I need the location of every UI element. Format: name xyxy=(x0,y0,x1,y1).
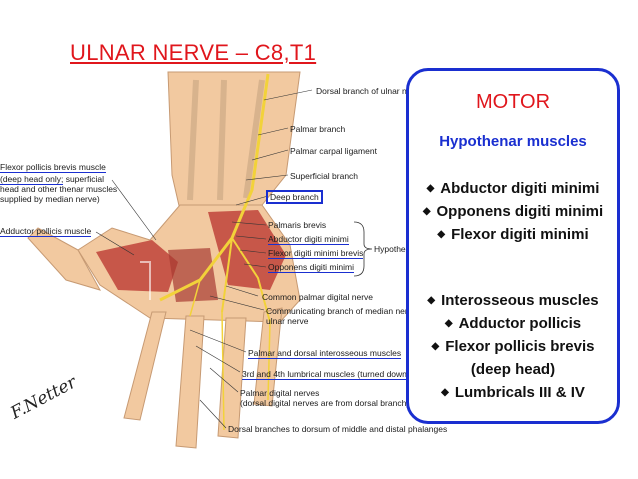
label-deep-branch: Deep branch xyxy=(266,190,323,204)
motor-title: MOTOR xyxy=(475,91,551,113)
label-palmar-carpal-ligament: Palmar carpal ligament xyxy=(290,146,377,156)
bullet-icon: ◆ xyxy=(422,206,431,217)
label-flexor-digiti-minimi-brevis: Flexor digiti minimi brevis xyxy=(268,248,364,259)
hypothenar-subtitle: Hypothenar muscles xyxy=(439,133,587,150)
list-item: ◆Abductor digiti minimi xyxy=(426,180,600,197)
bullet-icon: ◆ xyxy=(426,183,435,194)
label-dorsal-branch-ulnar-nerve: Dorsal branch of ulnar nerve xyxy=(316,86,424,96)
label-dorsal-branches-phalanges: Dorsal branches to dorsum of middle and … xyxy=(228,424,448,434)
label-palmar-digital-nerves-line2: (dorsal digital nerves are from dorsal b… xyxy=(240,398,410,408)
motor-panel: MOTOR Hypothenar muscles ◆Abductor digit… xyxy=(406,68,620,424)
label-palmar-digital-nerves-line1: Palmar digital nerves xyxy=(240,388,320,398)
label-superficial-text: superficial xyxy=(63,174,104,184)
list-item: ◆Adductor pollicis xyxy=(444,315,582,332)
list-item: ◆Interosseous muscles xyxy=(427,292,599,309)
label-communicating-branch-line2: ulnar nerve xyxy=(266,316,309,326)
bullet-icon: ◆ xyxy=(441,387,449,398)
label-flexor-pollicis-brevis-line1: Flexor pollicis brevis muscle xyxy=(0,162,106,173)
list-item-continuation: (deep head) xyxy=(470,361,556,378)
label-deep-head-only: (deep head only; xyxy=(0,174,64,185)
label-opponens-digiti-minimi: Opponens digiti minimi xyxy=(268,262,354,273)
list-item: ◆Flexor pollicis brevis xyxy=(431,338,595,355)
label-superficial-branch: Superficial branch xyxy=(290,171,359,181)
label-flexor-pollicis-brevis-line2: (deep head only; superficial xyxy=(0,174,104,185)
label-palmar-branch: Palmar branch xyxy=(290,124,346,134)
list-item: ◆Lumbricals III & IV xyxy=(441,384,585,401)
list-item: ◆Opponens digiti minimi xyxy=(422,203,604,220)
bullet-icon: ◆ xyxy=(431,341,440,352)
label-flexor-pollicis-brevis-line4: supplied by median nerve) xyxy=(0,194,100,204)
bullet-icon: ◆ xyxy=(437,229,446,240)
label-common-palmar-digital-nerve: Common palmar digital nerve xyxy=(262,292,374,302)
label-adductor-pollicis-muscle: Adductor pollicis muscle xyxy=(0,226,92,237)
bullet-icon: ◆ xyxy=(427,295,436,306)
label-palmaris-brevis: Palmaris brevis xyxy=(268,220,327,230)
label-lumbrical-muscles: 3rd and 4th lumbrical muscles (turned do… xyxy=(242,369,410,380)
bullet-icon: ◆ xyxy=(444,318,453,329)
label-abductor-digiti-minimi: Abductor digiti minimi xyxy=(268,234,349,245)
slide-title: ULNAR NERVE – C8,T1 xyxy=(70,40,317,65)
label-flexor-pollicis-brevis-line3: head and other thenar muscles xyxy=(0,184,118,194)
label-interosseous-muscles: Palmar and dorsal interosseous muscles xyxy=(248,348,402,359)
list-item: ◆Flexor digiti minimi xyxy=(437,226,589,243)
other-muscle-list: ◆Interosseous muscles ◆Adductor pollicis… xyxy=(409,289,617,404)
hypothenar-muscle-list: ◆Abductor digiti minimi ◆Opponens digiti… xyxy=(409,177,617,246)
label-communicating-branch-line1: Communicating branch of median nerve wit… xyxy=(266,306,435,316)
